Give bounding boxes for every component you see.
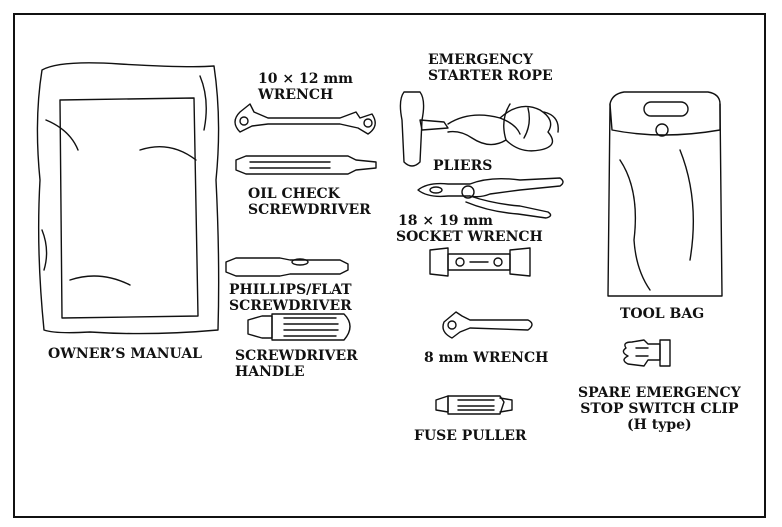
wrench-8mm-illustration [443, 312, 532, 338]
phillips-flat-screwdriver-label-line2: SCREWDRIVER [229, 298, 352, 314]
emergency-starter-rope-illustration [400, 92, 558, 166]
spare-clip-label: SPARE EMERGENCY STOP SWITCH CLIP (H type… [578, 385, 741, 433]
oil-check-screwdriver-label: OIL CHECK SCREWDRIVER [248, 186, 371, 218]
screwdriver-handle-illustration [248, 314, 350, 340]
screwdriver-handle-label-line2: HANDLE [235, 364, 358, 380]
phillips-flat-screwdriver-illustration [226, 258, 348, 276]
fuse-puller-label: FUSE PULLER [414, 428, 527, 444]
oil-check-screwdriver-illustration [236, 156, 376, 174]
tool-bag-illustration [608, 92, 722, 296]
phillips-flat-screwdriver-label: PHILLIPS/FLAT SCREWDRIVER [229, 282, 352, 314]
oil-check-screwdriver-label-line2: SCREWDRIVER [248, 202, 371, 218]
emergency-starter-rope-label-line1: EMERGENCY [428, 52, 553, 68]
wrench-10x12-label: 10 × 12 mm WRENCH [258, 71, 353, 103]
emergency-starter-rope-label-line2: STARTER ROPE [428, 68, 553, 84]
socket-wrench-label-line1: 18 × 19 mm [396, 213, 543, 229]
socket-wrench-label: 18 × 19 mm SOCKET WRENCH [396, 213, 543, 245]
tool-bag-label: TOOL BAG [620, 306, 704, 322]
emergency-starter-rope-label: EMERGENCY STARTER ROPE [428, 52, 553, 84]
wrench-10x12-label-line2: WRENCH [258, 87, 353, 103]
spare-clip-label-line1: SPARE EMERGENCY [578, 385, 741, 401]
wrench-8mm-label: 8 mm WRENCH [424, 350, 548, 366]
pliers-label: PLIERS [433, 158, 492, 174]
owners-manual-illustration [37, 63, 218, 334]
oil-check-screwdriver-label-line1: OIL CHECK [248, 186, 371, 202]
wrench-10x12-label-line1: 10 × 12 mm [258, 71, 353, 87]
socket-wrench-illustration [430, 248, 530, 276]
pliers-illustration [418, 178, 563, 218]
fuse-puller-illustration [436, 396, 512, 414]
owners-manual-label: OWNER’S MANUAL [48, 346, 202, 362]
spare-clip-label-line3: (H type) [578, 417, 741, 433]
wrench-10x12-illustration [235, 104, 375, 134]
screwdriver-handle-label-line1: SCREWDRIVER [235, 348, 358, 364]
phillips-flat-screwdriver-label-line1: PHILLIPS/FLAT [229, 282, 352, 298]
socket-wrench-label-line2: SOCKET WRENCH [396, 229, 543, 245]
screwdriver-handle-label: SCREWDRIVER HANDLE [235, 348, 358, 380]
spare-clip-illustration [623, 340, 670, 366]
spare-clip-label-line2: STOP SWITCH CLIP [578, 401, 741, 417]
